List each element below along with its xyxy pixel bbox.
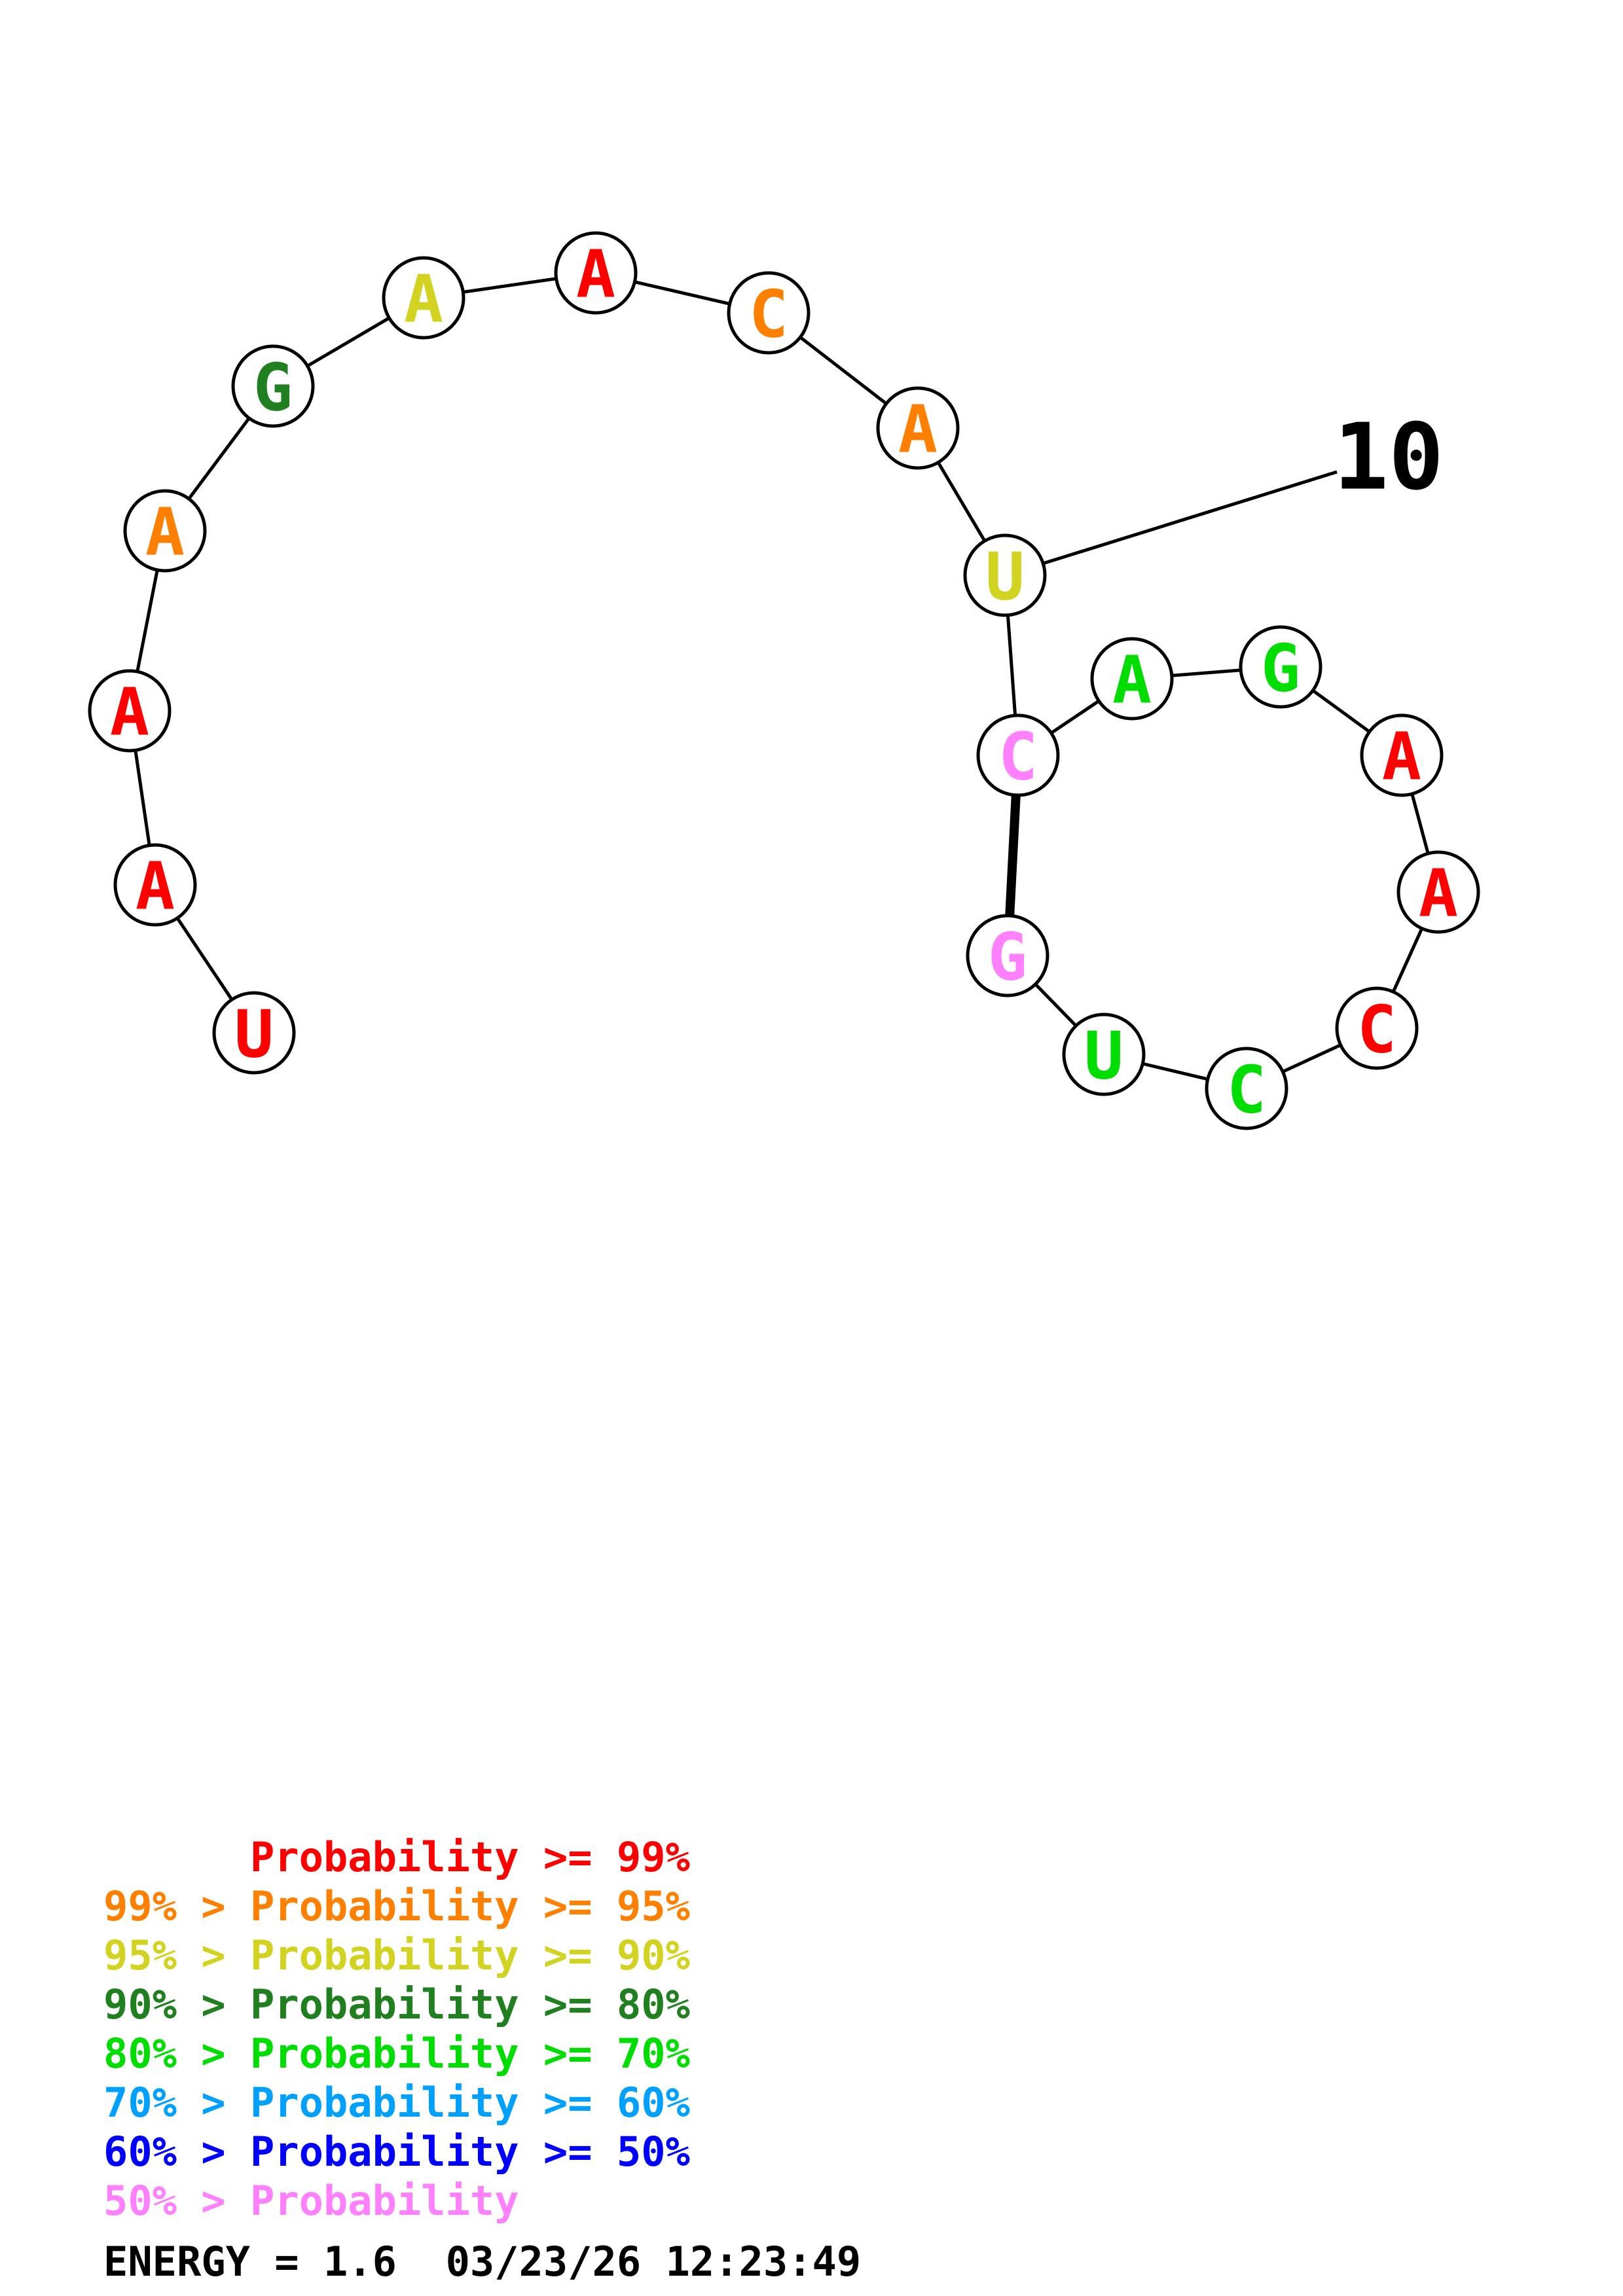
nucleotide-circle-3 xyxy=(88,669,172,753)
nucleotide-base-5: G xyxy=(253,350,293,426)
legend-row-below50: 50% > Probability xyxy=(103,2177,519,2225)
nucleotide-base-2: A xyxy=(136,848,175,925)
legend-row-90: 95% > Probability >= 90% xyxy=(103,1931,690,1979)
position-label-10: 10 xyxy=(1334,404,1444,511)
nucleotide-circle-12 xyxy=(1090,637,1174,721)
legend-row-95: 99% > Probability >= 95% xyxy=(103,1882,690,1930)
nucleotide-base-1: U xyxy=(234,996,274,1073)
nucleotide-circle-5 xyxy=(231,344,315,428)
nucleotide-circle-7 xyxy=(554,231,638,315)
nucleotide-base-3: A xyxy=(110,674,149,751)
nucleotide-circle-15 xyxy=(1396,850,1480,934)
nucleotide-base-14: A xyxy=(1382,719,1421,795)
nucleotide-base-9: A xyxy=(898,391,938,468)
nucleotide-base-11: C xyxy=(998,719,1038,795)
nucleotide-base-15: A xyxy=(1419,855,1458,932)
nucleotide-circle-9 xyxy=(876,386,960,470)
nucleotide-circle-18 xyxy=(1062,1013,1146,1096)
nucleotide-circle-4 xyxy=(123,489,207,573)
nucleotide-circle-13 xyxy=(1239,625,1322,709)
legend-row-60: 70% > Probability >= 60% xyxy=(103,2079,690,2126)
nucleotide-circle-17 xyxy=(1205,1047,1288,1130)
nucleotide-circle-10 xyxy=(963,533,1047,617)
nucleotide-circle-8 xyxy=(727,271,811,355)
nucleotide-base-17: C xyxy=(1227,1052,1266,1128)
nucleotide-circle-2 xyxy=(113,843,197,927)
position-label-leader-line xyxy=(1004,470,1338,577)
legend-row-99: Probability >= 99% xyxy=(103,1833,690,1881)
legend-row-50: 60% > Probability >= 50% xyxy=(103,2128,690,2176)
nucleotide-base-12: A xyxy=(1112,642,1152,719)
nucleotide-base-19: G xyxy=(988,919,1027,996)
nucleotide-base-6: A xyxy=(404,261,443,338)
nucleotide-base-4: A xyxy=(145,494,185,571)
legend-row-70: 80% > Probability >= 70% xyxy=(103,2030,690,2077)
nucleotide-base-16: C xyxy=(1357,992,1396,1068)
nucleotide-circle-11 xyxy=(976,713,1060,797)
nucleotide-base-8: C xyxy=(749,276,788,353)
nucleotide-circle-1 xyxy=(212,991,296,1075)
legend-row-80: 90% > Probability >= 80% xyxy=(103,1981,690,2028)
nucleotide-base-7: A xyxy=(576,236,615,313)
nucleotide-circle-6 xyxy=(382,256,465,340)
energy-timestamp-label: ENERGY = 1.6 03/23/26 12:23:49 xyxy=(103,2238,862,2286)
nucleotide-base-13: G xyxy=(1261,630,1300,707)
probability-legend: Probability >= 99% 99% > Probability >= … xyxy=(103,1833,690,2225)
nucleotide-circle-19 xyxy=(966,914,1049,997)
nucleotide-circle-14 xyxy=(1360,713,1444,797)
nucleotide-circle-16 xyxy=(1335,986,1419,1070)
nucleotide-base-18: U xyxy=(1084,1018,1123,1094)
nucleotide-base-10: U xyxy=(985,539,1025,615)
